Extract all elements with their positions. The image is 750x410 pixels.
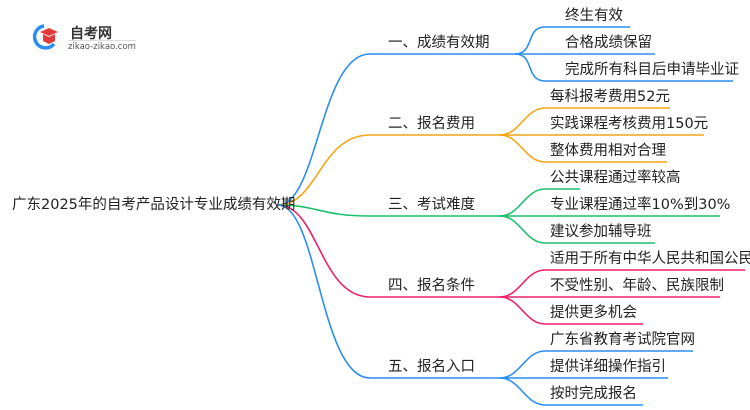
leaf-node[interactable]: 广东省教育考试院官网 [550,332,695,348]
leaf-node[interactable]: 完成所有科目后申请毕业证 [565,62,739,78]
child-line [499,134,667,163]
leaf-node[interactable]: 每科报考费用52元 [550,89,670,105]
child-line [499,269,745,298]
leaf-node[interactable]: 提供更多机会 [550,305,637,321]
leaf-node[interactable]: 专业课程通过率10%到30% [550,197,731,213]
leaf-node[interactable]: 按时完成报名 [550,386,637,402]
child-line [514,53,733,82]
branch-line [277,204,500,217]
child-line [499,296,643,325]
branch-node[interactable]: 一、成绩有效期 [388,35,490,51]
leaf-node[interactable]: 整体费用相对合理 [550,143,666,159]
leaf-node[interactable]: 实践课程考核费用150元 [550,116,709,132]
logo-icon [32,24,58,50]
child-line [499,377,643,406]
leaf-node[interactable]: 终生有效 [565,8,623,24]
branch-node[interactable]: 四、报名条件 [388,278,475,294]
branch-line [277,53,515,206]
branch-node[interactable]: 二、报名费用 [388,116,475,132]
branch-line [277,204,500,379]
root-node[interactable]: 广东2025年的自考产品设计专业成绩有效期 [12,197,296,213]
leaf-node[interactable]: 不受性别、年龄、民族限制 [550,278,724,294]
child-line [514,26,630,55]
leaf-node[interactable]: 建议参加辅导班 [550,224,652,240]
leaf-node[interactable]: 适用于所有中华人民共和国公民 [550,251,750,267]
leaf-node[interactable]: 提供详细操作指引 [550,359,666,375]
leaf-node[interactable]: 合格成绩保留 [565,35,652,51]
logo-url: zikao-zikao.com [68,40,136,52]
child-line [499,215,655,244]
branch-node[interactable]: 五、报名入口 [388,359,475,375]
branch-line [277,134,500,206]
logo-title: 自考网 [70,26,112,42]
branch-node[interactable]: 三、考试难度 [388,197,475,213]
child-line [499,107,670,136]
child-line [499,188,580,217]
branch-line [277,204,500,298]
child-line [499,350,693,379]
leaf-node[interactable]: 公共课程通过率较高 [550,170,681,186]
